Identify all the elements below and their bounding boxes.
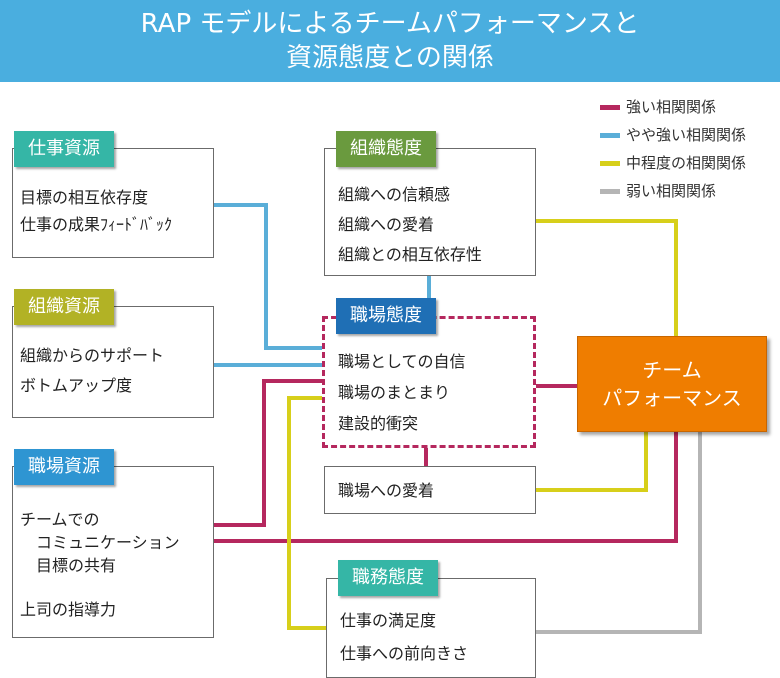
work-attitude-item: 職場としての自信 xyxy=(338,352,466,371)
link-job-attitude-team xyxy=(536,432,702,634)
org-resources-item: 組織からのサポート xyxy=(20,346,165,365)
link-work-resources-team xyxy=(214,432,678,543)
work-resources-item: 目標の共有 xyxy=(36,556,117,575)
work-resources-item: チームでの xyxy=(20,510,100,529)
job-resources-item: 目標の相互依存度 xyxy=(20,188,149,207)
legend-swatch-weak xyxy=(600,189,620,194)
org-attitude-item: 組織への愛着 xyxy=(338,215,435,234)
title-line-1: RAP モデルによるチームパフォーマンスと xyxy=(140,9,640,39)
job-attitude-item: 仕事の満足度 xyxy=(340,611,437,630)
legend-label: やや強い相関関係 xyxy=(626,126,747,144)
team-performance-box: チーム パフォーマンス xyxy=(577,336,767,432)
work-attitude-item: 職場のまとまり xyxy=(338,383,451,402)
link-work-resources-work-attitude xyxy=(214,379,324,527)
workplace-attachment-box xyxy=(324,466,536,514)
legend-swatch-strong xyxy=(600,105,620,110)
job-attitude-label: 職務態度 xyxy=(338,560,438,596)
workplace-attachment-item: 職場への愛着 xyxy=(338,481,435,500)
work-attitude-label: 職場態度 xyxy=(336,298,436,334)
legend-label: 強い相関関係 xyxy=(626,98,717,116)
title-line-2: 資源態度との関係 xyxy=(286,43,494,73)
work-attitude-box xyxy=(322,316,536,448)
work-resources-item: コミュニケーション xyxy=(36,533,180,552)
link-job-resources-work-attitude xyxy=(214,203,324,350)
work-resources-item: 上司の指導力 xyxy=(20,600,117,619)
legend-swatch-fairly-strong xyxy=(600,133,620,138)
org-attitude-label: 組織態度 xyxy=(336,131,436,167)
org-resources-item: ボトムアップ度 xyxy=(20,376,133,395)
work-attitude-item: 建設的衝突 xyxy=(338,414,419,433)
team-performance-line-1: チーム xyxy=(642,358,702,382)
team-performance-line-2: パフォーマンス xyxy=(602,386,742,410)
title-banner: RAP モデルによるチームパフォーマンスと 資源態度との関係 xyxy=(0,0,780,82)
org-attitude-box xyxy=(324,148,536,276)
legend-label: 中程度の相関関係 xyxy=(626,154,747,172)
work-resources-box xyxy=(12,466,214,638)
legend-label: 弱い相関関係 xyxy=(626,182,717,200)
job-resources-item: 仕事の成果ﾌｨｰﾄﾞﾊﾞｯｸ xyxy=(20,215,173,234)
job-attitude-item: 仕事への前向きさ xyxy=(340,644,469,663)
legend-swatch-moderate xyxy=(600,161,620,166)
link-work-attitude-job-attitude xyxy=(287,396,326,630)
link-org-attitude-team xyxy=(536,219,678,336)
org-attitude-item: 組織との相互依存性 xyxy=(338,245,482,264)
job-resources-label: 仕事資源 xyxy=(14,131,114,167)
org-attitude-item: 組織への信頼感 xyxy=(338,185,451,204)
work-resources-label: 職場資源 xyxy=(14,449,114,485)
link-attachment-team xyxy=(536,432,648,492)
org-resources-label: 組織資源 xyxy=(14,289,114,325)
